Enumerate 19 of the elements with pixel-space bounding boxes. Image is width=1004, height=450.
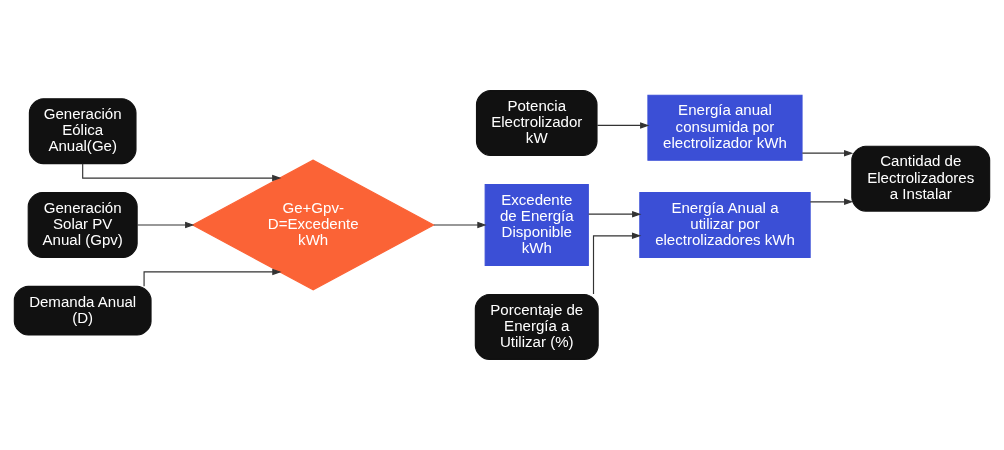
node-box: Demanda Anual (D) [13,285,152,336]
node-box: Cantidad de Electrolizadores a Instalar [851,145,991,212]
arrow [801,149,854,157]
arrow [433,221,487,229]
node-box: Potencia Electrolizador kW [475,90,598,157]
arrow [82,163,282,182]
arrow [588,210,642,218]
node-box: Energía anual consumida por electrolizador kWh [647,94,803,161]
node-box: Porcentaje de Energía a Utilizar (%) [474,293,599,360]
node-diamond: Ge+Gpv- D=Excedente kWh [191,159,435,291]
arrow [136,221,195,229]
node-box: Energía Anual a utilizar por electrolizadores kWh [639,192,811,258]
node-box: Excedente de Energía Disponible kWh [484,183,589,267]
arrow [596,122,650,129]
node-box: Generación Eólica Anual(Ge) [28,98,137,165]
arrow [809,198,854,206]
arrow [143,268,282,287]
arrow [592,232,642,295]
node-box: Generación Solar PV Anual (Gpv) [27,192,138,258]
